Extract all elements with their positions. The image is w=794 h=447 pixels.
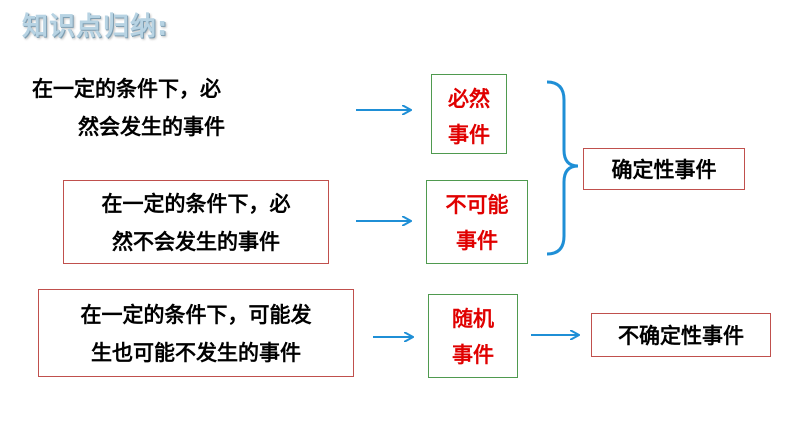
description-impossible: 在一定的条件下，必 然不会发生的事件	[63, 180, 329, 264]
event-box-impossible: 不可能 事件	[426, 180, 528, 264]
result-uncertain: 不确定性事件	[591, 313, 771, 357]
description-certain-line1: 在一定的条件下，必	[32, 77, 221, 101]
event-impossible-line1: 不可能	[445, 193, 509, 217]
description-impossible-line2: 然不会发生的事件	[112, 230, 280, 254]
section-title: 知识点归纳:	[22, 12, 169, 42]
event-random-line1: 随机	[452, 307, 494, 331]
event-random-line2: 事件	[452, 343, 494, 367]
event-certain-line1: 必然	[448, 87, 490, 111]
right-brace-icon	[546, 80, 579, 256]
description-certain-line2: 然会发生的事件	[78, 115, 225, 139]
event-box-random: 随机 事件	[428, 294, 518, 378]
event-box-certain: 必然 事件	[431, 74, 507, 154]
description-certain: 在一定的条件下，必 然会发生的事件	[24, 70, 294, 146]
event-certain-line2: 事件	[448, 123, 490, 147]
event-impossible-line2: 事件	[456, 229, 498, 253]
description-random-line2: 生也可能不发生的事件	[91, 341, 301, 365]
description-impossible-line1: 在一定的条件下，必	[101, 192, 291, 216]
description-random-line1: 在一定的条件下，可能发	[80, 303, 312, 327]
description-random: 在一定的条件下，可能发 生也可能不发生的事件	[38, 289, 354, 377]
result-certain: 确定性事件	[583, 148, 745, 190]
